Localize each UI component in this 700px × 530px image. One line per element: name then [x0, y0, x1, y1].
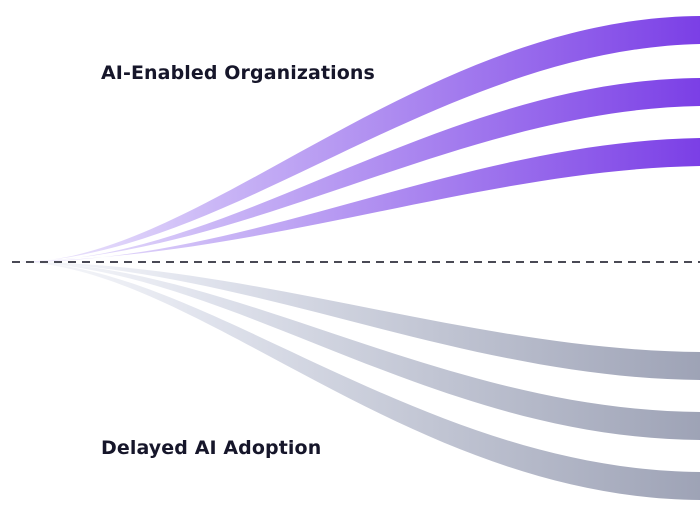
enabled-curve-high [20, 16, 700, 262]
ai-enabled-label: AI-Enabled Organizations [101, 62, 375, 84]
enabled-curve-mid [20, 78, 700, 262]
delayed-curves [20, 262, 700, 500]
enabled-curve-low [20, 138, 700, 262]
delayed-curve-low [20, 262, 700, 500]
delayed-adoption-label: Delayed AI Adoption [101, 437, 322, 459]
delayed-curve-high [20, 262, 700, 380]
delayed-curve-mid [20, 262, 700, 440]
enabled-curves [20, 16, 700, 262]
